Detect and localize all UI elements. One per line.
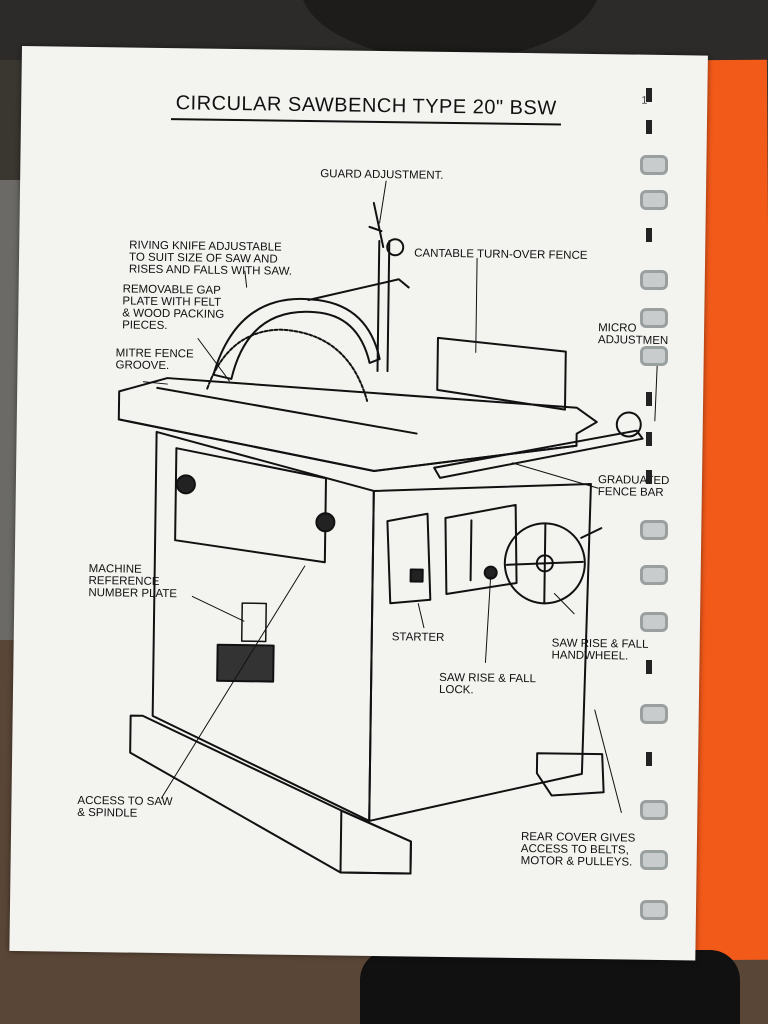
- leader-access: [161, 565, 306, 799]
- binding-ring-icon: [640, 850, 668, 870]
- binding-hole: [646, 470, 652, 484]
- binding-ring-icon: [640, 900, 668, 920]
- leader-reference: [191, 595, 245, 622]
- label-mitre-fence-groove: MITRE FENCE GROOVE.: [115, 347, 194, 373]
- binding-ring-icon: [640, 270, 668, 290]
- fence-plate: [436, 336, 567, 411]
- rise-fall-slot: [469, 519, 473, 582]
- fence-bar: [433, 429, 644, 479]
- leader-guard-adjustment: [379, 180, 387, 224]
- guard-handle: [368, 201, 385, 249]
- leader-gap-plate: [197, 337, 230, 382]
- door-knob-left: [175, 474, 196, 495]
- binding-ring-icon: [640, 612, 668, 632]
- background-shoe: [360, 950, 740, 1024]
- label-riving-knife: RIVING KNIFE ADJUSTABLE TO SUIT SIZE OF …: [128, 239, 293, 278]
- binding-hole: [646, 120, 652, 134]
- leader-starter: [417, 603, 425, 629]
- leader-lock: [484, 576, 492, 664]
- leader-fence-bar: [511, 462, 599, 489]
- label-removable-gap-plate: REMOVABLE GAP PLATE WITH FELT & WOOD PAC…: [122, 283, 225, 333]
- starter-box: [386, 512, 432, 605]
- binding-hole: [646, 752, 652, 766]
- binding-ring-icon: [640, 704, 668, 724]
- leader-handwheel: [553, 592, 575, 615]
- leader-rear-cover: [594, 709, 622, 813]
- binding-ring-icon: [640, 565, 668, 585]
- door-knob-right: [315, 512, 336, 533]
- leader-riving-knife: [244, 270, 248, 288]
- saw-guard: [212, 298, 381, 380]
- name-plate: [216, 643, 275, 683]
- binding-ring-icon: [640, 800, 668, 820]
- machine-base-foot: [339, 809, 412, 875]
- handwheel-spokes: [505, 522, 584, 605]
- manual-page: 1 CIRCULAR SAWBENCH TYPE 20" BSW: [9, 46, 708, 961]
- label-saw-rise-fall-handwheel: SAW RISE & FALL HANDWHEEL.: [551, 637, 649, 663]
- label-starter: STARTER: [391, 631, 445, 644]
- label-graduated-fence-bar: GRADUATED FENCE BAR: [597, 474, 670, 500]
- handwheel-handle: [580, 527, 603, 539]
- binding-ring-icon: [640, 190, 668, 210]
- leader-mitre: [142, 381, 168, 385]
- rise-fall-plate: [444, 503, 518, 595]
- binding-ring-icon: [640, 346, 668, 366]
- starter-button: [409, 568, 424, 583]
- rear-foot: [535, 752, 605, 797]
- binding-hole: [646, 392, 652, 406]
- binding-ring-icon: [640, 520, 668, 540]
- label-saw-rise-fall-lock: SAW RISE & FALL LOCK.: [438, 671, 537, 697]
- binding-ring-icon: [640, 155, 668, 175]
- binding-hole: [646, 432, 652, 446]
- mitre-groove: [156, 386, 418, 435]
- guard-arm: [307, 278, 410, 302]
- binding-hole: [646, 88, 652, 102]
- cabinet-side: [368, 482, 592, 822]
- label-guard-adjustment: GUARD ADJUSTMENT.: [320, 168, 444, 182]
- binding-hole: [646, 228, 652, 242]
- binding-ring-icon: [640, 308, 668, 328]
- access-door: [174, 447, 327, 564]
- sawbench-diagram: [117, 180, 659, 875]
- guard-post: [376, 240, 391, 373]
- saw-blade: [206, 328, 369, 402]
- label-machine-reference: MACHINE REFERENCE NUMBER PLATE: [88, 562, 178, 601]
- label-access-to-saw: ACCESS TO SAW & SPINDLE: [77, 794, 173, 820]
- label-cantable-fence: CANTABLE TURN-OVER FENCE: [414, 247, 588, 262]
- table-top: [117, 377, 598, 472]
- binding-hole: [646, 660, 652, 674]
- label-rear-cover: REAR COVER GIVES ACCESS TO BELTS, MOTOR …: [520, 831, 636, 869]
- leader-cantable-fence: [475, 257, 478, 353]
- micro-adjust-knob: [615, 411, 642, 438]
- reference-plate: [240, 602, 267, 643]
- guard-hub: [386, 238, 405, 257]
